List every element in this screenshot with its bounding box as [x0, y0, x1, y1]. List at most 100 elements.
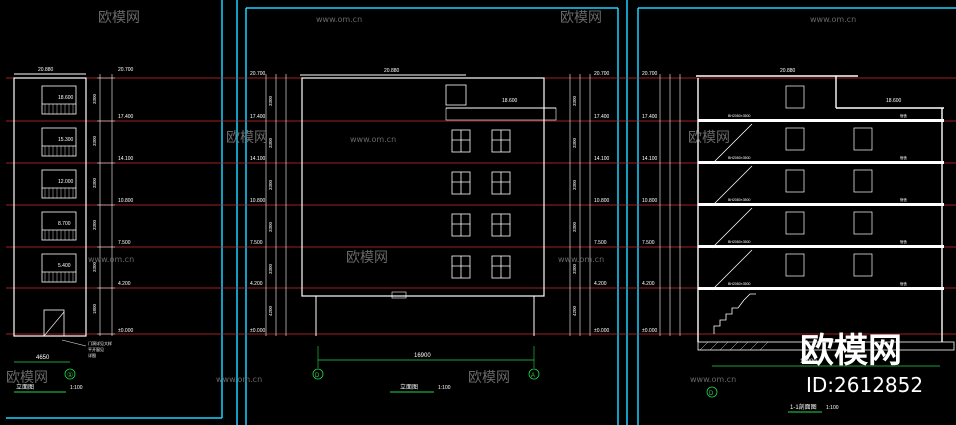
svg-text:14.100: 14.100: [594, 156, 610, 162]
svg-text:BH2080×3500: BH2080×3500: [728, 282, 751, 286]
left-balcony-hatch: [44, 104, 74, 282]
svg-text:4200: 4200: [572, 305, 577, 316]
watermark-url-4: www.om.cn: [88, 255, 134, 264]
middle-axis-right: A: [531, 373, 535, 379]
svg-text:宿舍: 宿舍: [900, 281, 908, 286]
watermark-big-brand: 欧模网: [800, 331, 902, 371]
watermark-brand-1: 欧模网: [98, 10, 140, 26]
left-title-block: 立面图 1:100: [14, 383, 83, 393]
right-top-elev-2: 18.600: [886, 98, 902, 104]
watermark-brand-2: 欧模网: [560, 10, 602, 26]
watermark-url-1: www.om.cn: [316, 15, 362, 24]
svg-text:20.700: 20.700: [250, 71, 266, 77]
svg-text:3300: 3300: [572, 263, 577, 274]
svg-text:3300: 3300: [268, 137, 273, 148]
svg-text:1:100: 1:100: [70, 385, 83, 391]
svg-text:3300: 3300: [572, 95, 577, 106]
right-windows: [785, 85, 873, 277]
svg-text:平开窗见: 平开窗见: [88, 346, 104, 352]
svg-text:BH2080×3500: BH2080×3500: [728, 240, 751, 244]
svg-text:15.300: 15.300: [58, 137, 74, 143]
panel-frames: [6, 0, 956, 425]
svg-text:7.500: 7.500: [594, 240, 607, 246]
watermark-id-label: ID:2612852: [806, 373, 923, 397]
middle-right-dim-values: 3300 3300 3300 3300 3300 4200: [572, 95, 577, 316]
right-stairs: [711, 123, 756, 334]
svg-text:4.200: 4.200: [642, 281, 655, 287]
left-right-elevs: 17.400 14.100 10.800 7.500 4.200 ±0.000: [118, 114, 134, 334]
svg-text:3300: 3300: [92, 135, 97, 146]
svg-text:5.400: 5.400: [58, 263, 71, 269]
svg-text:10.800: 10.800: [594, 198, 610, 204]
svg-text:3300: 3300: [268, 221, 273, 232]
svg-text:4.200: 4.200: [118, 281, 131, 287]
right-axis-label: D: [709, 391, 714, 397]
middle-axis-bubble-right: [528, 368, 540, 380]
watermark-brand-6: 欧模网: [6, 370, 48, 386]
middle-right-marks: 20.700 17.400 14.100 10.800 7.500 4.200 …: [594, 71, 610, 334]
right-beam-labels: BH2080×3500 BH2080×3500 BH2080×3500 BH20…: [728, 114, 751, 286]
left-note: 门洞详见大样 平开窗见 详图: [61, 339, 112, 358]
svg-text:3300: 3300: [572, 179, 577, 190]
svg-text:18.600: 18.600: [58, 95, 74, 101]
svg-text:立面图: 立面图: [16, 383, 34, 391]
left-top-elev-2: 20.700: [118, 67, 134, 73]
middle-width-dim: 16900: [414, 353, 431, 359]
svg-text:3300: 3300: [92, 219, 97, 230]
svg-text:±0.000: ±0.000: [250, 328, 265, 334]
right-room-labels: 宿舍 宿舍 宿舍 宿舍 宿舍: [900, 113, 908, 286]
svg-text:4200: 4200: [268, 305, 273, 316]
middle-building-outline: [301, 77, 545, 297]
left-entry-door: [43, 309, 65, 337]
right-left-dims: [659, 74, 681, 336]
left-top-elev-1: 20.880: [38, 67, 54, 73]
svg-text:4.200: 4.200: [594, 281, 607, 287]
svg-text:BH2080×3500: BH2080×3500: [728, 156, 751, 160]
svg-text:14.100: 14.100: [250, 156, 266, 162]
svg-text:±0.000: ±0.000: [642, 328, 657, 334]
watermark-brand-4: 欧模网: [688, 130, 730, 146]
svg-text:宿舍: 宿舍: [900, 239, 908, 244]
svg-text:宿舍: 宿舍: [900, 113, 908, 118]
left-dim-values: 3300 3300 3300 3300 3300 1800: [92, 93, 97, 314]
middle-title-block: 立面图 1:100: [390, 383, 451, 393]
svg-text:14.100: 14.100: [642, 156, 658, 162]
watermark-url-6: www.om.cn: [216, 375, 262, 384]
middle-windows: [451, 129, 511, 279]
left-balconies: [41, 85, 77, 283]
right-axis-bubble: [706, 386, 718, 398]
right-floor-slabs: [698, 119, 944, 290]
left-width-dim: 4650: [36, 355, 50, 361]
middle-top-elev-1: 20.880: [384, 68, 400, 74]
svg-text:17.400: 17.400: [642, 114, 658, 120]
left-axis-bubble: [64, 368, 76, 380]
watermark-url-5: www.om.cn: [558, 255, 604, 264]
svg-text:14.100: 14.100: [118, 156, 134, 162]
middle-left-dims: [265, 74, 287, 336]
svg-text:4.200: 4.200: [250, 281, 263, 287]
right-left-marks: 20.700 17.400 14.100 10.800 7.500 4.200 …: [642, 71, 658, 334]
watermark-brand-7: 欧模网: [468, 370, 510, 386]
middle-axis-left: D: [315, 373, 320, 379]
watermark-url-7: www.om.cn: [690, 375, 736, 384]
middle-elevation: 20.880 18.600 20.700 17.400 14.100 10.80…: [250, 68, 610, 393]
right-top-elev-1: 20.880: [780, 68, 796, 74]
svg-text:宿舍: 宿舍: [900, 197, 908, 202]
svg-text:宿舍: 宿舍: [900, 155, 908, 160]
svg-text:12.000: 12.000: [58, 179, 74, 185]
svg-text:3300: 3300: [572, 137, 577, 148]
svg-text:20.700: 20.700: [642, 71, 658, 77]
svg-text:1-1剖面图: 1-1剖面图: [790, 403, 817, 411]
svg-text:1:100: 1:100: [826, 405, 839, 411]
middle-right-dims: [569, 74, 591, 336]
right-width-dim: 16900: [800, 359, 817, 365]
svg-text:±0.000: ±0.000: [118, 328, 133, 334]
right-section: BH2080×3500 BH2080×3500 BH2080×3500 BH20…: [642, 68, 955, 413]
left-floor-marks: 18.600 15.300 12.000 8.700 5.400: [58, 95, 74, 269]
svg-text:3300: 3300: [268, 263, 273, 274]
svg-text:10.800: 10.800: [642, 198, 658, 204]
svg-text:3300: 3300: [92, 261, 97, 272]
svg-text:3300: 3300: [92, 177, 97, 188]
svg-text:3300: 3300: [92, 93, 97, 104]
